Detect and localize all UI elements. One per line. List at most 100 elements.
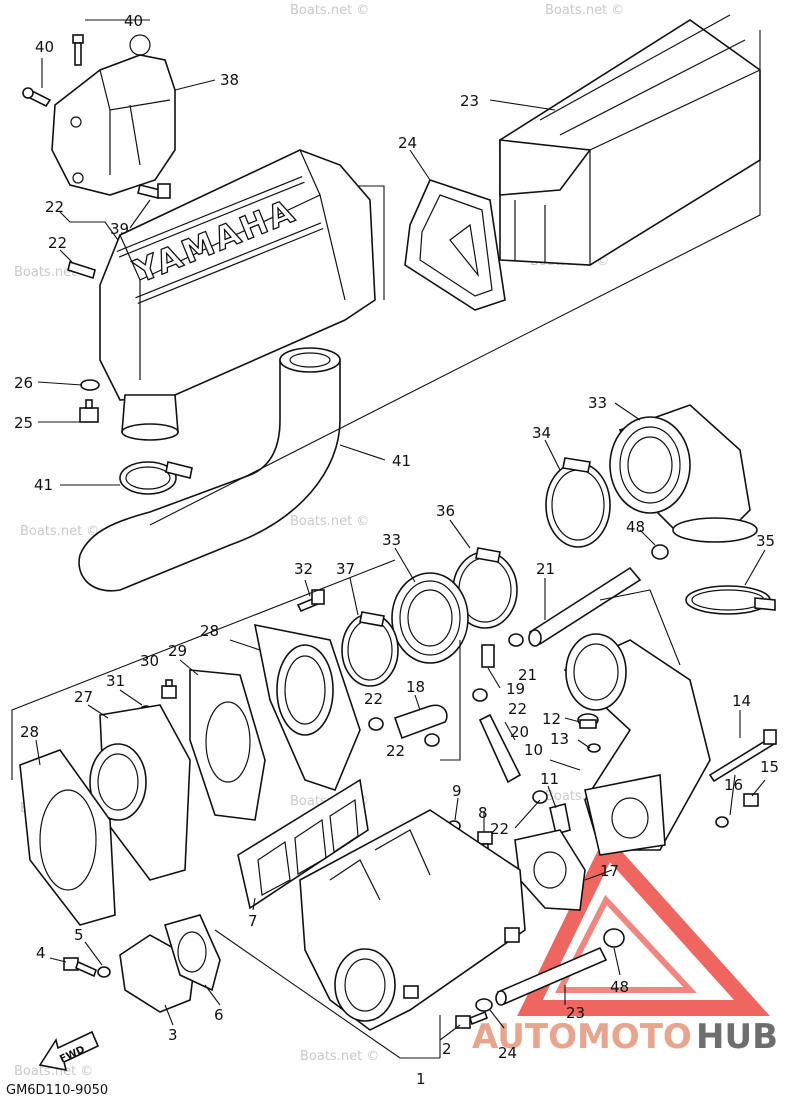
callout-22: 21 bbox=[518, 666, 537, 684]
callout-20: 20 bbox=[510, 723, 529, 741]
part-elbow-10 bbox=[563, 633, 711, 856]
callout-31: 27 bbox=[74, 688, 93, 706]
watermark: Boats.net © bbox=[300, 1049, 379, 1064]
callout-24: 24 bbox=[498, 1044, 517, 1062]
callout-9: 9 bbox=[452, 782, 462, 800]
watermark: Boats.net © bbox=[290, 514, 369, 529]
callout-44: 40 bbox=[35, 38, 54, 56]
part-sleeve-39 bbox=[391, 572, 469, 664]
part-gasket-28 bbox=[404, 179, 506, 311]
callout-41: 36 bbox=[436, 502, 455, 520]
callout-4: 4 bbox=[36, 944, 46, 962]
callout-2: 2 bbox=[442, 1040, 452, 1058]
callout-25: 22 bbox=[45, 198, 64, 216]
logo-triangle-inner bbox=[555, 894, 697, 993]
part-nut-15 bbox=[743, 793, 759, 807]
callout-45: 40 bbox=[124, 12, 143, 30]
callout-11: 11 bbox=[540, 770, 559, 788]
callout-15: 15 bbox=[760, 758, 779, 776]
part-clamp-22-b bbox=[472, 688, 488, 702]
part-bolt-45 bbox=[72, 34, 84, 66]
part-washer-30 bbox=[80, 379, 100, 391]
callout-22: 22 bbox=[508, 700, 527, 718]
part-washer-5 bbox=[97, 966, 111, 978]
callout-14: 14 bbox=[732, 692, 751, 710]
callout-30: 26 bbox=[14, 374, 33, 392]
callout-46: 41 bbox=[392, 452, 411, 470]
part-clip-48-upper bbox=[651, 544, 669, 560]
callout-40: 34 bbox=[532, 424, 551, 442]
part-gasket-32 bbox=[19, 749, 116, 926]
part-clamp-41-left bbox=[341, 611, 399, 687]
part-bolt-43 bbox=[137, 183, 171, 199]
callouts: 40 40 38 39 22 22 23 24 26 25 41 41 33 3… bbox=[14, 12, 779, 1088]
part-bracket-42 bbox=[51, 34, 176, 196]
part-clip-13 bbox=[587, 743, 601, 753]
part-manifold-1 bbox=[299, 809, 526, 1031]
part-flange-33 bbox=[253, 623, 361, 791]
callout-41: 37 bbox=[336, 560, 355, 578]
callout-39: 33 bbox=[382, 531, 401, 549]
callout-8: 8 bbox=[478, 804, 488, 822]
part-clamp-22-c bbox=[368, 717, 384, 731]
diagram-code: GM6D110-9050 bbox=[6, 1083, 108, 1098]
watermark: Boats.net © bbox=[545, 3, 624, 18]
callout-22: 22 bbox=[490, 820, 509, 838]
callout-13: 13 bbox=[550, 730, 569, 748]
callout-26: 22 bbox=[48, 234, 67, 252]
logo-triangle bbox=[517, 833, 770, 1016]
part-hose-18 bbox=[393, 704, 448, 740]
part-bolt-4 bbox=[63, 957, 97, 978]
callout-23: 23 bbox=[566, 1004, 585, 1022]
part-air-box-27 bbox=[499, 14, 761, 266]
logo-text-prefix: AUTOMOTO bbox=[472, 1017, 692, 1057]
part-pipe-23 bbox=[495, 946, 608, 1006]
callout-29: 25 bbox=[14, 414, 33, 432]
callout-1: 1 bbox=[416, 1070, 426, 1088]
part-gasket-6 bbox=[164, 914, 221, 992]
part-clamp-41-right bbox=[452, 547, 518, 629]
part-bolt-29 bbox=[79, 399, 99, 423]
part-clamp-40-upper bbox=[545, 457, 611, 548]
callout-48: 48 bbox=[610, 978, 629, 996]
callout-22: 22 bbox=[386, 742, 405, 760]
callout-6: 6 bbox=[214, 1006, 224, 1024]
callout-10: 10 bbox=[524, 741, 543, 759]
callout-33: 28 bbox=[200, 622, 219, 640]
part-clamp-47 bbox=[119, 461, 193, 495]
callout-17: 17 bbox=[600, 862, 619, 880]
part-fitting-19 bbox=[481, 644, 495, 668]
part-elbow-38 bbox=[609, 404, 758, 543]
part-cover-25: YAMAHA bbox=[99, 149, 376, 441]
callout-42: 38 bbox=[220, 71, 239, 89]
part-clamp-22-a bbox=[508, 633, 524, 647]
callout-34: 29 bbox=[168, 642, 187, 660]
callout-38: 33 bbox=[588, 394, 607, 412]
callout-48: 48 bbox=[626, 518, 645, 536]
part-gasket-7 bbox=[237, 778, 369, 910]
callout-40: 35 bbox=[756, 532, 775, 550]
callout-12: 12 bbox=[542, 710, 561, 728]
part-fitting-11 bbox=[549, 803, 571, 836]
part-bolt-35 bbox=[161, 679, 177, 699]
callout-28: 24 bbox=[398, 134, 417, 152]
part-bolt-44 bbox=[22, 87, 52, 108]
callout-22: 22 bbox=[364, 690, 383, 708]
callout-7: 7 bbox=[248, 912, 258, 930]
automotohub-logo: AUTOMOTO HUB bbox=[472, 833, 778, 1057]
callout-36: 31 bbox=[106, 672, 125, 690]
logo-text-suffix: HUB bbox=[696, 1017, 778, 1057]
callout-16: 16 bbox=[724, 776, 743, 794]
part-clip-48-lower bbox=[603, 928, 625, 948]
callout-32: 28 bbox=[20, 723, 39, 741]
callout-19: 19 bbox=[506, 680, 525, 698]
part-gasket-17 bbox=[514, 829, 586, 911]
callout-43: 39 bbox=[110, 220, 129, 238]
part-clamp-22-d bbox=[424, 733, 440, 747]
callout-35: 30 bbox=[140, 652, 159, 670]
callout-18: 18 bbox=[406, 678, 425, 696]
part-washer-16 bbox=[715, 816, 729, 828]
part-cap-12 bbox=[577, 713, 599, 729]
leader-lines bbox=[11, 19, 766, 1059]
